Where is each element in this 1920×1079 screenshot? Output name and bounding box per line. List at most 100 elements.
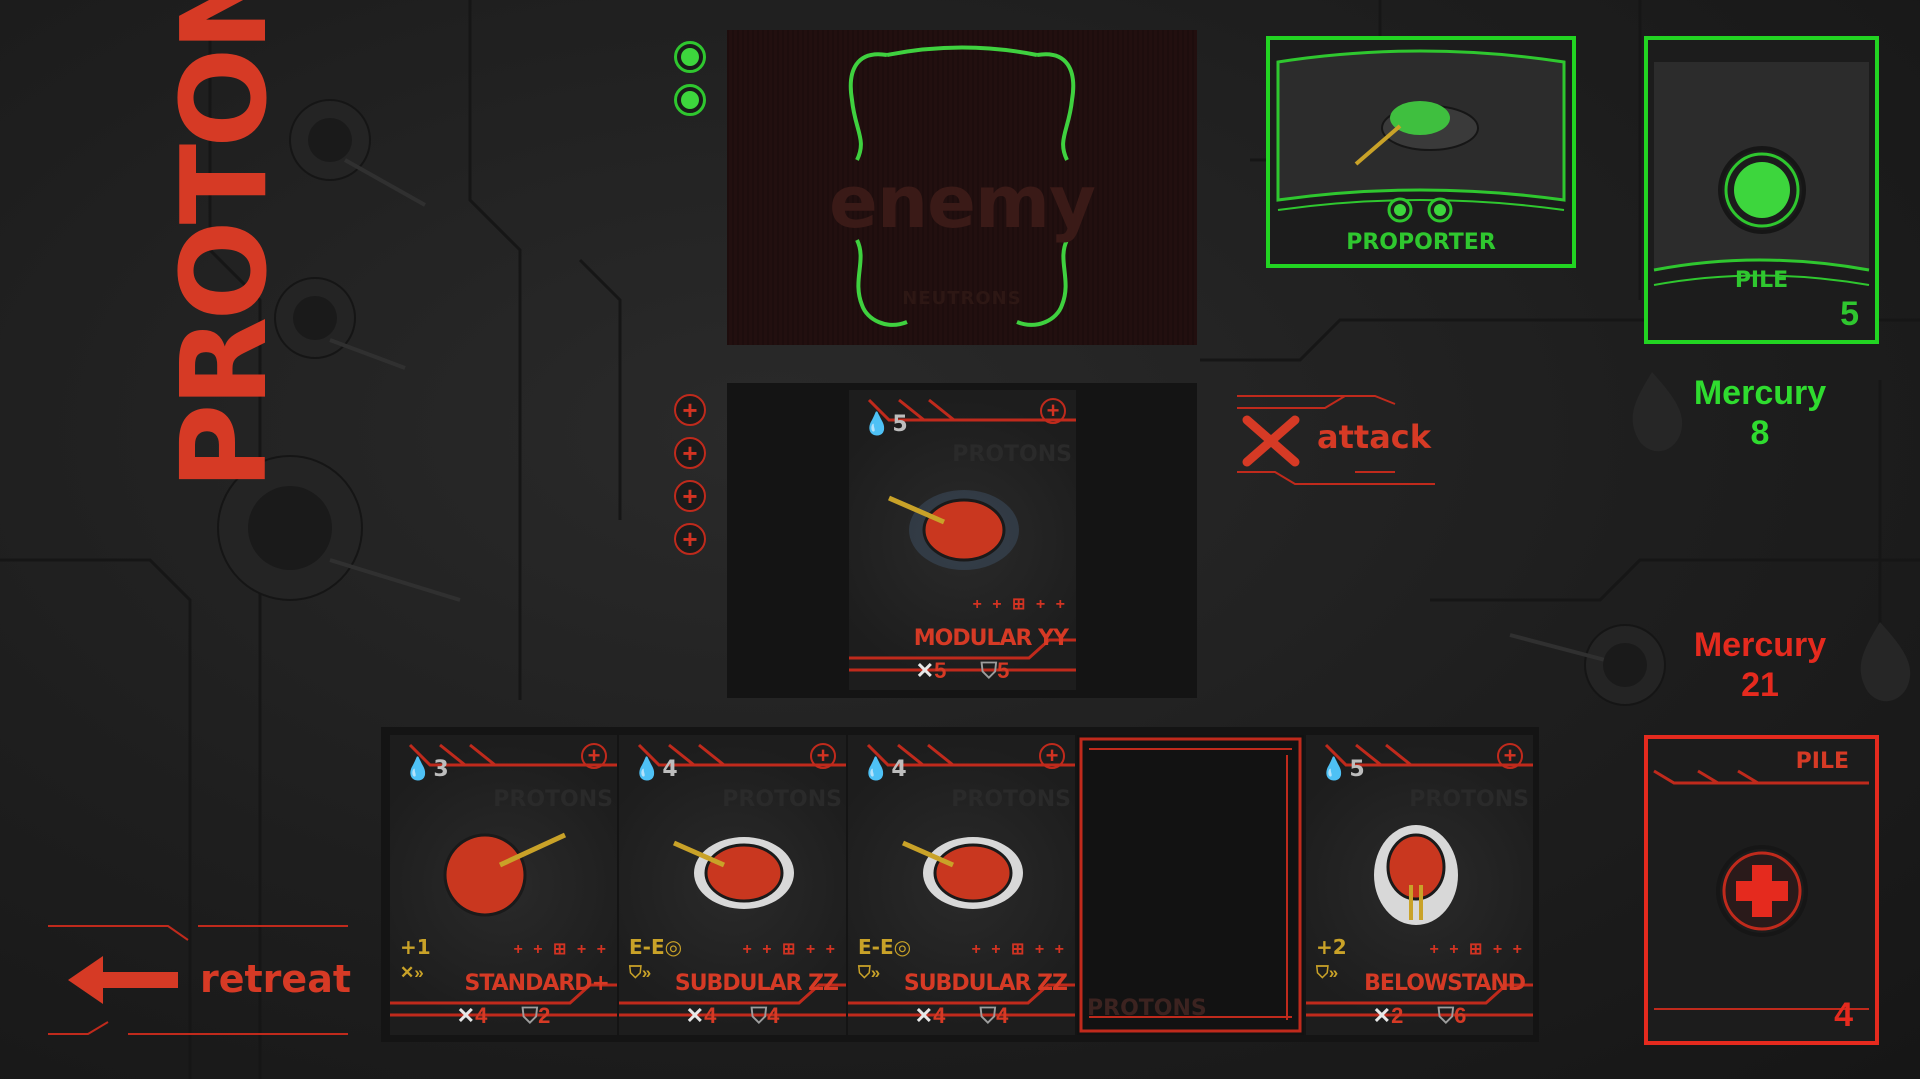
card-cost: 💧4 (633, 757, 678, 782)
enemy-energy-token (674, 84, 706, 116)
plus-token: + (674, 394, 706, 426)
card-name: MODULAR YY (913, 626, 1069, 651)
attack-button[interactable]: attack (1235, 392, 1435, 487)
battle-field: 💧5 + PROTONS + + ⊞ + + MODULAR YY ✕5 ⛉5 (727, 383, 1197, 698)
enemy-pile-frame (1653, 62, 1870, 286)
retreat-frame (48, 925, 348, 1035)
card-stats: ✕5 ⛉5 (915, 658, 1010, 683)
proporter-card[interactable]: PROPORTER (1266, 36, 1576, 268)
card-name: SUBDULAR ZZ (903, 971, 1068, 996)
card-stats: ✕4 ⛉4 (685, 1003, 780, 1028)
card-attack: 5 (934, 658, 947, 683)
hand-card[interactable]: 💧4 + PROTONS E-E◎ ⛉» + + ⊞ + + SUBDULAR … (848, 735, 1075, 1035)
attack-label: attack (1317, 418, 1432, 456)
card-attack: 4 (933, 1003, 946, 1028)
card-frame (619, 743, 846, 1017)
empty-slot-watermark: PROTONS (1087, 996, 1207, 1021)
plus-token: + (674, 523, 706, 555)
card-cost: 💧3 (404, 757, 449, 782)
card-cost: 💧5 (1320, 757, 1365, 782)
enemy-hand-sublabel: NEUTRONS (902, 288, 1022, 309)
card-ability: +2 (1316, 935, 1347, 959)
card-cost: 💧5 (863, 412, 908, 437)
proporter-label: PROPORTER (1346, 230, 1496, 255)
logo-text: PROTONS (155, 0, 293, 490)
enemy-hand-card-back: enemy NEUTRONS (727, 30, 1197, 345)
card-name: SUBDULAR ZZ (674, 971, 839, 996)
enemy-resource-value: 8 (1750, 414, 1770, 452)
card-pips: + + ⊞ + + (1429, 941, 1525, 958)
card-watermark: PROTONS (722, 787, 842, 812)
card-attack: 4 (475, 1003, 488, 1028)
card-name: STANDARD+ (464, 971, 610, 996)
plus-token: + (674, 437, 706, 469)
card-pips: + + ⊞ + + (513, 941, 609, 958)
enemy-hand-label: enemy (829, 160, 1096, 244)
card-frame (848, 743, 1075, 1017)
card-pips: + + ⊞ + + (742, 941, 838, 958)
card-frame (390, 743, 617, 1017)
player-resource-value: 21 (1741, 666, 1779, 704)
player-pile[interactable]: PILE 4 (1644, 735, 1879, 1045)
card-ability: E-E◎ (858, 935, 912, 959)
proporter-frame (1276, 49, 1566, 223)
plus-icon (1736, 865, 1788, 917)
card-ability: +1 (400, 935, 431, 959)
arrow-left-icon (68, 956, 178, 1004)
cross-icon (1242, 415, 1300, 467)
player-pile-count: 4 (1834, 996, 1853, 1034)
card-pips: + + ⊞ + + (972, 596, 1068, 613)
card-ability-icon: ✕» (400, 963, 424, 982)
card-ability-icon: ⛉» (1316, 963, 1339, 982)
retreat-label: retreat (200, 957, 351, 1001)
card-ability-icon: ⛉» (629, 963, 652, 982)
card-name: BELOWSTAND (1364, 971, 1526, 996)
card-plus-icon: + (581, 743, 607, 769)
card-plus-icon: + (1039, 743, 1065, 769)
card-pips: + + ⊞ + + (971, 941, 1067, 958)
plus-token: + (674, 480, 706, 512)
card-ability: E-E◎ (629, 935, 683, 959)
protons-logo: PROTONS (50, 0, 293, 490)
card-plus-icon: + (810, 743, 836, 769)
hand-card[interactable]: 💧3 + PROTONS +1 ✕» + + ⊞ + + STANDARD+ ✕… (390, 735, 617, 1035)
enemy-pile-count: 5 (1840, 295, 1859, 333)
card-defense: 5 (997, 658, 1010, 683)
card-plus-icon: + (1040, 398, 1066, 424)
card-attack: 2 (1391, 1003, 1404, 1028)
card-stats: ✕2 ⛉6 (1372, 1003, 1467, 1028)
card-watermark: PROTONS (952, 442, 1072, 467)
player-resource-name: Mercury (1693, 626, 1827, 664)
card-watermark: PROTONS (1409, 787, 1529, 812)
player-resource: Mercury 21 (1670, 625, 1850, 705)
card-frame (849, 398, 1076, 672)
hand-card[interactable]: 💧4 + PROTONS E-E◎ ⛉» + + ⊞ + + SUBDULAR … (619, 735, 846, 1035)
card-defense: 2 (538, 1003, 551, 1028)
field-card[interactable]: 💧5 + PROTONS + + ⊞ + + MODULAR YY ✕5 ⛉5 (849, 390, 1076, 690)
enemy-pile[interactable]: PILE 5 (1644, 36, 1879, 344)
enemy-energy-token (674, 41, 706, 73)
card-stats: ✕4 ⛉4 (914, 1003, 1009, 1028)
card-attack: 4 (704, 1003, 717, 1028)
hand-card[interactable]: 💧5 + PROTONS +2 ⛉» + + ⊞ + + BELOWSTAND … (1306, 735, 1533, 1035)
player-pile-frame (1653, 769, 1869, 1010)
card-back-frame (848, 45, 1076, 327)
card-plus-icon: + (1497, 743, 1523, 769)
enemy-pile-label: PILE (1734, 268, 1789, 293)
attack-frame (1237, 395, 1435, 485)
card-stats: ✕4 ⛉2 (456, 1003, 551, 1028)
enemy-resource-name: Mercury (1693, 374, 1827, 412)
card-cost: 💧4 (862, 757, 907, 782)
card-frame (1306, 743, 1533, 1017)
card-defense: 4 (996, 1003, 1009, 1028)
card-ability-icon: ⛉» (858, 963, 881, 982)
retreat-button[interactable]: retreat (48, 922, 358, 1037)
enemy-resource: Mercury 8 (1670, 373, 1850, 453)
card-defense: 4 (767, 1003, 780, 1028)
card-watermark: PROTONS (951, 787, 1071, 812)
player-pile-label: PILE (1795, 749, 1849, 774)
card-watermark: PROTONS (493, 787, 613, 812)
empty-card-slot[interactable]: PROTONS (1077, 735, 1304, 1035)
empty-slot-frame (1079, 737, 1302, 1033)
